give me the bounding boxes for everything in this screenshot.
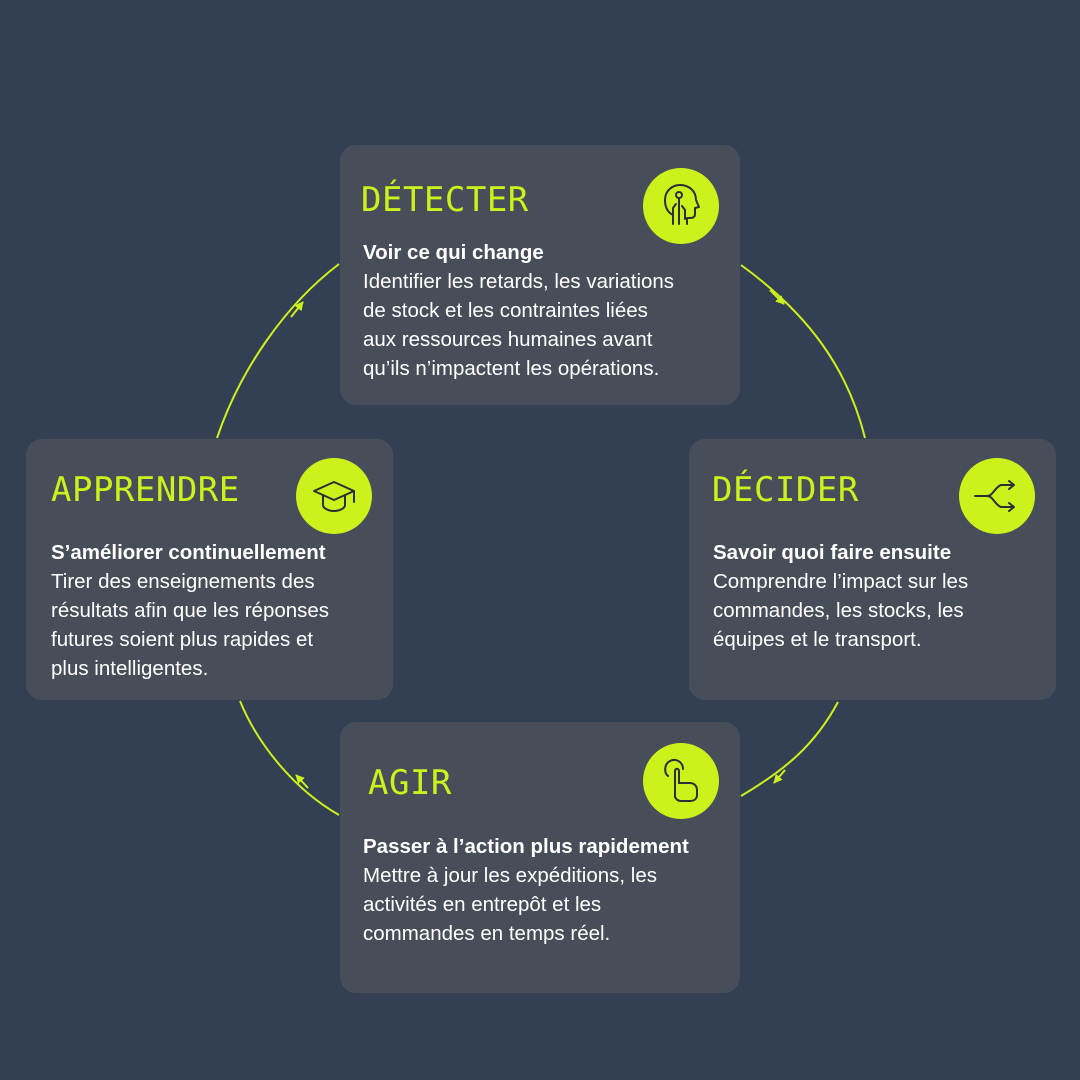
arrow-agir-to-apprendre	[295, 774, 309, 789]
arc-apprendre-to-detecter	[216, 263, 340, 439]
arc-detecter-to-decider	[740, 264, 866, 439]
step-subtitle: Passer à l’action plus rapidement	[363, 835, 689, 858]
head-circuit-icon	[643, 168, 719, 244]
graduation-cap-icon	[296, 458, 372, 534]
step-card-apprendre: APPRENDRE S’améliorer continuellement Ti…	[26, 439, 393, 700]
step-description: Tirer des enseignements des résultats af…	[51, 570, 330, 680]
step-title: AGIR	[368, 763, 452, 803]
step-subtitle: S’améliorer continuellement	[51, 541, 326, 564]
tap-hand-icon	[643, 743, 719, 819]
step-card-decider: DÉCIDER Savoir quoi faire ensuite Compre…	[689, 439, 1056, 700]
step-description: Mettre à jour les expéditions, les activ…	[363, 864, 657, 945]
arrow-apprendre-to-detecter	[290, 301, 304, 318]
arrow-decider-to-agir	[773, 769, 786, 784]
step-title: DÉTECTER	[361, 180, 529, 220]
step-card-detecter: DÉTECTER Voir ce qui change Identifier l…	[340, 145, 740, 405]
step-card-agir: AGIR Passer à l’action plus rapidement M…	[340, 722, 740, 993]
step-description: Identifier les retards, les variations d…	[363, 270, 675, 380]
step-title: APPRENDRE	[51, 470, 240, 510]
step-description: Comprendre l’impact sur les commandes, l…	[713, 570, 969, 651]
branching-arrows-icon	[959, 458, 1035, 534]
arrow-detecter-to-decider	[769, 289, 785, 305]
step-title: DÉCIDER	[712, 470, 859, 510]
arc-decider-to-agir	[740, 701, 839, 797]
step-subtitle: Savoir quoi faire ensuite	[713, 541, 952, 564]
step-subtitle: Voir ce qui change	[363, 241, 544, 264]
arc-agir-to-apprendre	[239, 700, 340, 816]
